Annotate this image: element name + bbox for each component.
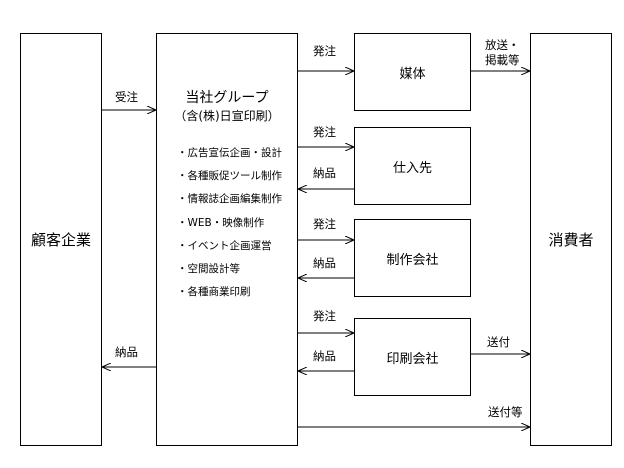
group-box: 当社グループ （含(株)日宣印刷） ・広告宣伝企画・設計 ・各種販促ツール制作 …: [156, 33, 298, 446]
broadcast-label-line2: 掲載等: [485, 53, 520, 67]
order-supplier-label: 発注: [313, 125, 336, 139]
delivery-to-client-label: 納品: [115, 345, 138, 359]
service-item: ・広告宣伝企画・設計: [177, 147, 282, 159]
order-received-label: 受注: [115, 90, 138, 104]
broadcast-label-line1: 放送・: [485, 38, 520, 52]
supplier-label: 仕入先: [392, 160, 432, 176]
delivery-printing-label: 納品: [313, 349, 336, 363]
shipping-etc-label: 送付等: [488, 405, 523, 419]
printing-box: 印刷会社: [354, 318, 471, 396]
client-label: 顧客企業: [30, 231, 91, 249]
media-box: 媒体: [354, 33, 471, 111]
group-subtitle: （含(株)日宣印刷）: [174, 109, 280, 123]
order-production-label: 発注: [313, 217, 336, 231]
order-printing-label: 発注: [313, 309, 336, 323]
shipping-label: 送付: [487, 335, 510, 349]
service-item: ・各種販促ツール制作: [177, 170, 282, 182]
order-media-label: 発注: [313, 44, 336, 58]
service-item: ・各種商業印刷: [177, 286, 251, 298]
printing-label: 印刷会社: [386, 351, 439, 367]
delivery-production-label: 納品: [313, 256, 336, 270]
media-label: 媒体: [399, 66, 426, 82]
delivery-supplier-label: 納品: [313, 166, 336, 180]
service-item: ・WEB・映像制作: [177, 217, 265, 229]
service-item: ・情報誌企画編集制作: [177, 193, 282, 205]
production-box: 制作会社: [354, 219, 471, 297]
consumer-box: 消費者: [530, 33, 612, 446]
service-item: ・空間設計等: [177, 263, 240, 275]
client-box: 顧客企業: [20, 33, 102, 446]
service-item: ・イベント企画運営: [177, 240, 272, 252]
group-title: 当社グループ: [185, 90, 269, 106]
production-label: 制作会社: [386, 252, 439, 268]
supplier-box: 仕入先: [354, 127, 471, 205]
consumer-label: 消費者: [548, 231, 594, 249]
